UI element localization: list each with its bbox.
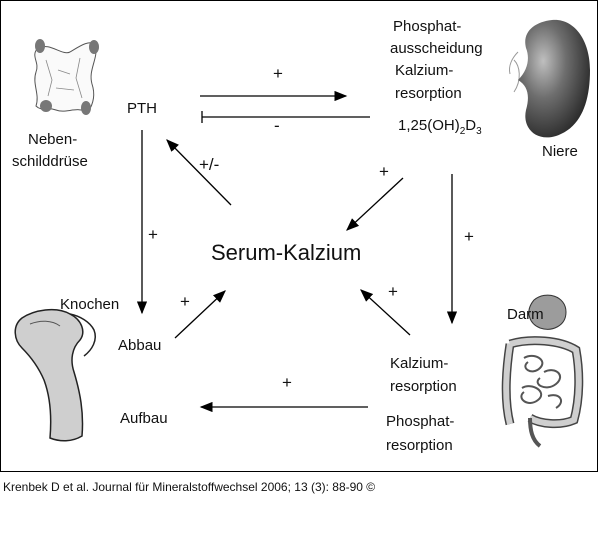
- bone-label: Knochen: [60, 296, 120, 313]
- bone-resorption-label: Abbau: [118, 337, 162, 354]
- sign-gut-to-aufbau: +: [282, 373, 292, 392]
- gland-top-left: [35, 39, 45, 53]
- figure-frame: [0, 0, 598, 472]
- sign-pth-to-bone: +: [148, 225, 158, 244]
- arrow-kidney-to-serum: [346, 177, 404, 231]
- kidney-illustration: [509, 19, 590, 138]
- intestine-label: Darm: [507, 306, 544, 323]
- arrow-abbau-to-serum: [174, 290, 226, 339]
- gland-top-right: [89, 40, 99, 54]
- kidney-effect-line1: Phosphat-: [393, 18, 462, 35]
- intestine-illustration: [501, 294, 584, 448]
- sign-kidney-to-pth: -: [274, 116, 280, 135]
- gut-effect-line2: resorption: [390, 378, 457, 395]
- calcitriol-label: 1,25(OH)2D3: [398, 117, 482, 137]
- gut-effect-line1: Kalzium-: [390, 355, 449, 372]
- gut-effect-line4: resorption: [386, 437, 453, 454]
- serum-calcium-label: Serum-Kalzium: [211, 240, 362, 265]
- pth-label: PTH: [127, 100, 157, 117]
- sign-kidney-to-serum: +: [379, 162, 389, 181]
- kidney-effect-line3: Kalzium-: [395, 62, 454, 79]
- figure-caption: Krenbek D et al. Journal für Mineralstof…: [3, 480, 376, 494]
- sign-serum-to-pth: +/-: [199, 155, 220, 174]
- sign-pth-to-kidney: +: [273, 64, 283, 83]
- bone-formation-label: Aufbau: [120, 410, 168, 427]
- kidney-label: Niere: [542, 143, 578, 160]
- parathyroid-label-line1: Neben-: [28, 131, 78, 148]
- diagram-canvas: [14, 19, 590, 448]
- kidney-effect-line2: ausscheidung: [390, 40, 483, 57]
- gut-effect-line3: Phosphat-: [386, 413, 455, 430]
- sign-gut-to-serum: +: [388, 282, 398, 301]
- sign-kidney-to-gut: +: [464, 227, 474, 246]
- kidney-effect-line4: resorption: [395, 85, 462, 102]
- gland-bottom-right: [81, 101, 91, 115]
- sign-abbau-to-serum: +: [180, 292, 190, 311]
- parathyroid-illustration: [34, 39, 99, 115]
- arrow-gut-to-serum: [360, 289, 411, 336]
- arrow-serum-to-pth: [166, 139, 232, 206]
- gland-bottom-left: [40, 100, 52, 112]
- parathyroid-label-line2: schilddrüse: [12, 153, 88, 170]
- bone-illustration: [14, 308, 96, 442]
